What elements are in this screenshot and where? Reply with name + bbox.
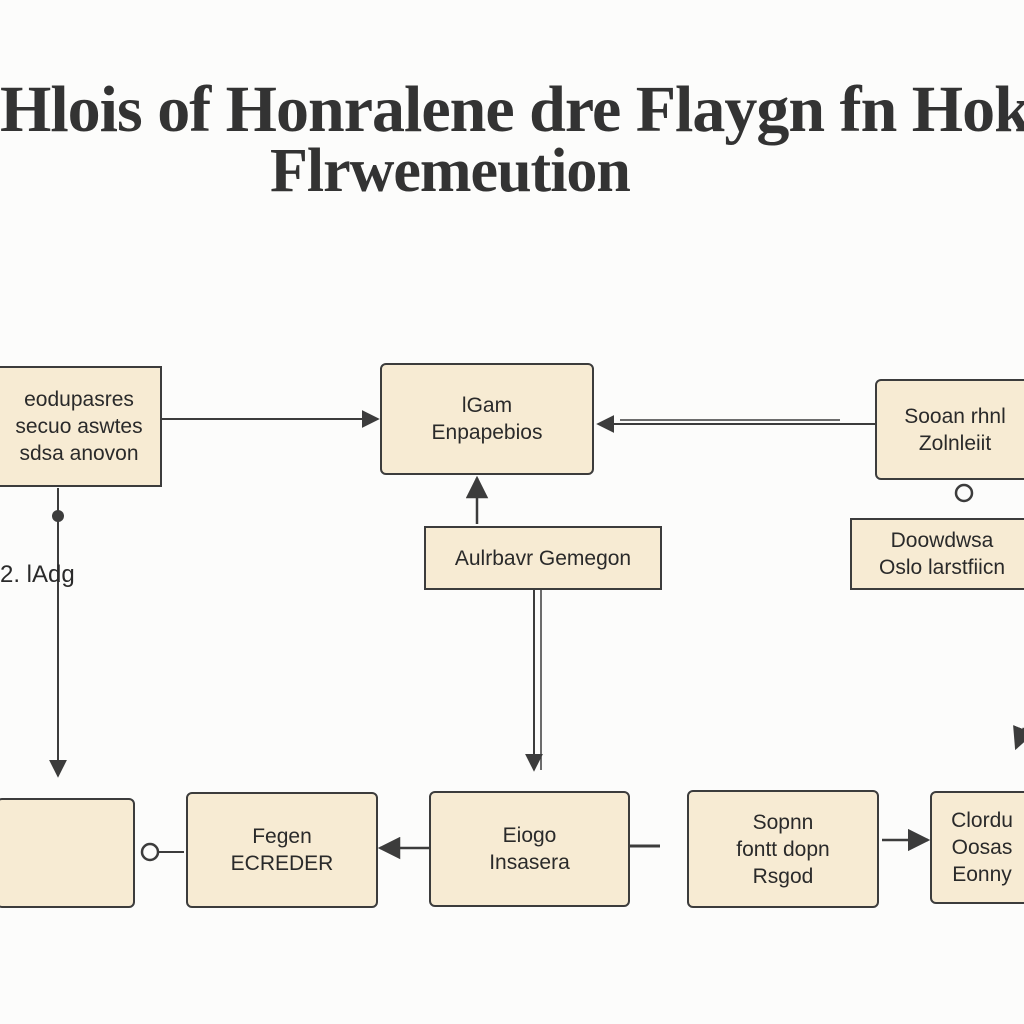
node-text-line: eodupasres [24, 388, 134, 411]
node-text-line: Doowdwsa [890, 529, 994, 552]
node-text-line: Insasera [489, 851, 570, 874]
node-text-line: Fegen [252, 825, 312, 848]
node-text-line: Zolnleiit [918, 431, 992, 455]
node-text-line: secuo aswtes [15, 415, 143, 438]
node-text-line: Eonny [952, 863, 1012, 886]
node-text-line: Rsgod [752, 864, 814, 888]
node-text-line: Enpapebios [431, 421, 543, 444]
diagram-title-line-1: Hlois of Honralene dre Flaygn fn Hokies [0, 73, 1024, 146]
node-top-left: eodupasres secuo aswtes sdsa anovon [0, 366, 162, 487]
connector-joint-bottom-left [140, 842, 160, 862]
connector-joint-top-right [954, 483, 974, 503]
node-bottom-1 [0, 798, 135, 908]
node-text-line: Oslo larstfiicn [878, 556, 1006, 579]
node-text-line: lGam [461, 394, 513, 417]
node-text-line: Sopnn [752, 810, 814, 834]
node-text-line: Aulrbavr Gemegon [454, 546, 632, 570]
node-text-line: sdsa anovon [19, 442, 139, 465]
node-text-line: Eiogo [502, 824, 557, 847]
connector-midright-up [1013, 725, 1024, 751]
side-label: 2. lAdg [0, 561, 75, 588]
node-text-line: Clordu [951, 809, 1013, 832]
node-text-line: ECREDER [230, 852, 334, 875]
node-text-line: fontt dopn [736, 837, 830, 861]
diagram-title-line-2: Flrwemeution [270, 137, 631, 205]
node-mid-center: Aulrbavr Gemegon [424, 526, 662, 590]
node-text-line: Sooan rhnl [904, 404, 1006, 428]
node-text-line: Oosas [951, 836, 1013, 859]
